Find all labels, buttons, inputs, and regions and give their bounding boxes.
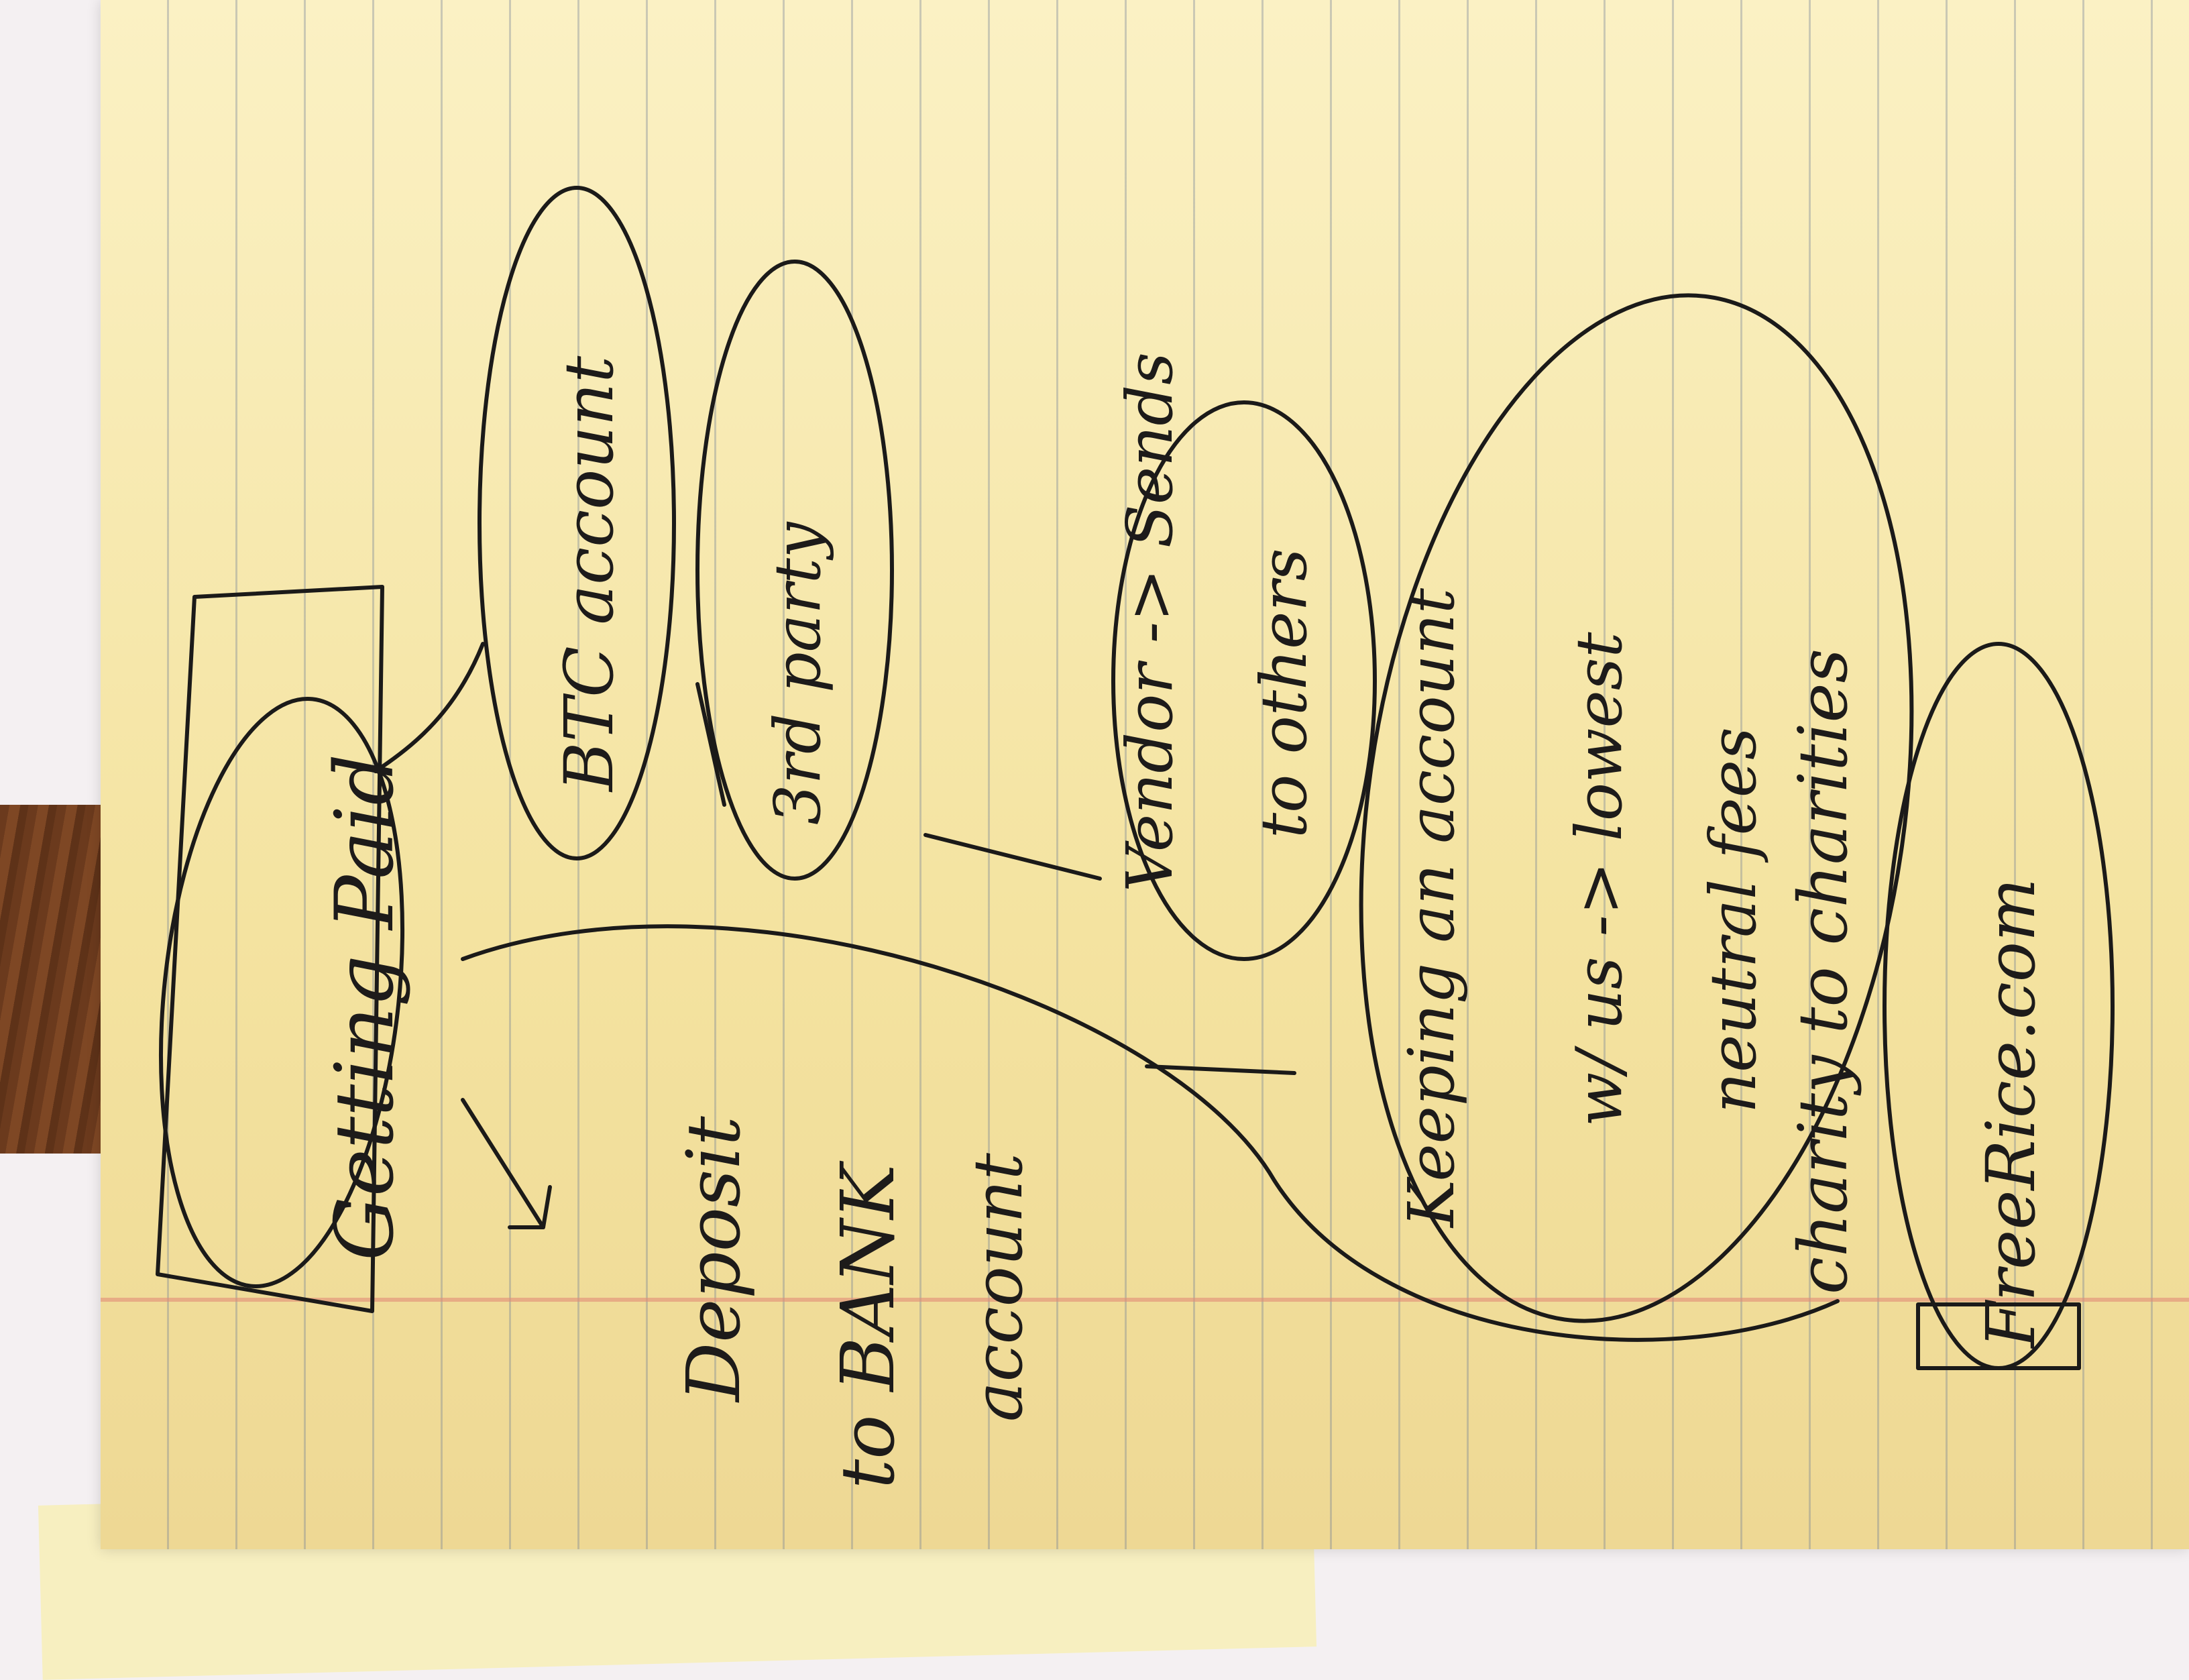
vendor-circle bbox=[1111, 400, 1377, 961]
arrow-to-keeping bbox=[1145, 1064, 1296, 1075]
deposit-label: Deposit bbox=[671, 1116, 756, 1402]
keeping-account-circle bbox=[1359, 293, 1914, 1323]
arrow-to-vendor bbox=[923, 833, 1102, 881]
legal-pad-sheet bbox=[101, 0, 2189, 1549]
to-others-label: to others bbox=[1247, 548, 1321, 838]
getting-paid-circle bbox=[158, 697, 405, 1288]
arrow-to-btc bbox=[374, 642, 485, 773]
bank-account-label: account bbox=[959, 1153, 1037, 1422]
charity-label: charity to charities bbox=[1784, 649, 1862, 1294]
neutral-fees-label: neutral fees bbox=[1697, 727, 1771, 1113]
btc-account-label: BTC account bbox=[550, 355, 628, 791]
doodle-mark bbox=[1916, 1302, 2081, 1370]
arrow-to-charity bbox=[461, 924, 1840, 1342]
arrow-to-third-party bbox=[695, 682, 726, 807]
lowest-fees-label: w/ us -> lowest bbox=[1563, 632, 1636, 1127]
to-bank-label: to BANK bbox=[825, 1164, 911, 1489]
ink-drawing bbox=[156, 186, 2115, 1370]
btc-account-circle bbox=[478, 186, 676, 860]
getting-paid-box bbox=[156, 585, 384, 1313]
vendor-sends-label: Vendor -> Sends bbox=[1113, 352, 1187, 892]
getting-paid-label: Getting Paid bbox=[319, 753, 412, 1261]
third-party-label: 3rd party bbox=[761, 522, 835, 825]
margin-line bbox=[101, 1298, 2189, 1302]
freerice-label: FreeRice.com bbox=[1972, 878, 2050, 1348]
arrow-to-deposit bbox=[461, 1098, 552, 1229]
keeping-account-label: Keeping an account bbox=[1395, 587, 1469, 1227]
third-party-circle bbox=[695, 260, 894, 881]
